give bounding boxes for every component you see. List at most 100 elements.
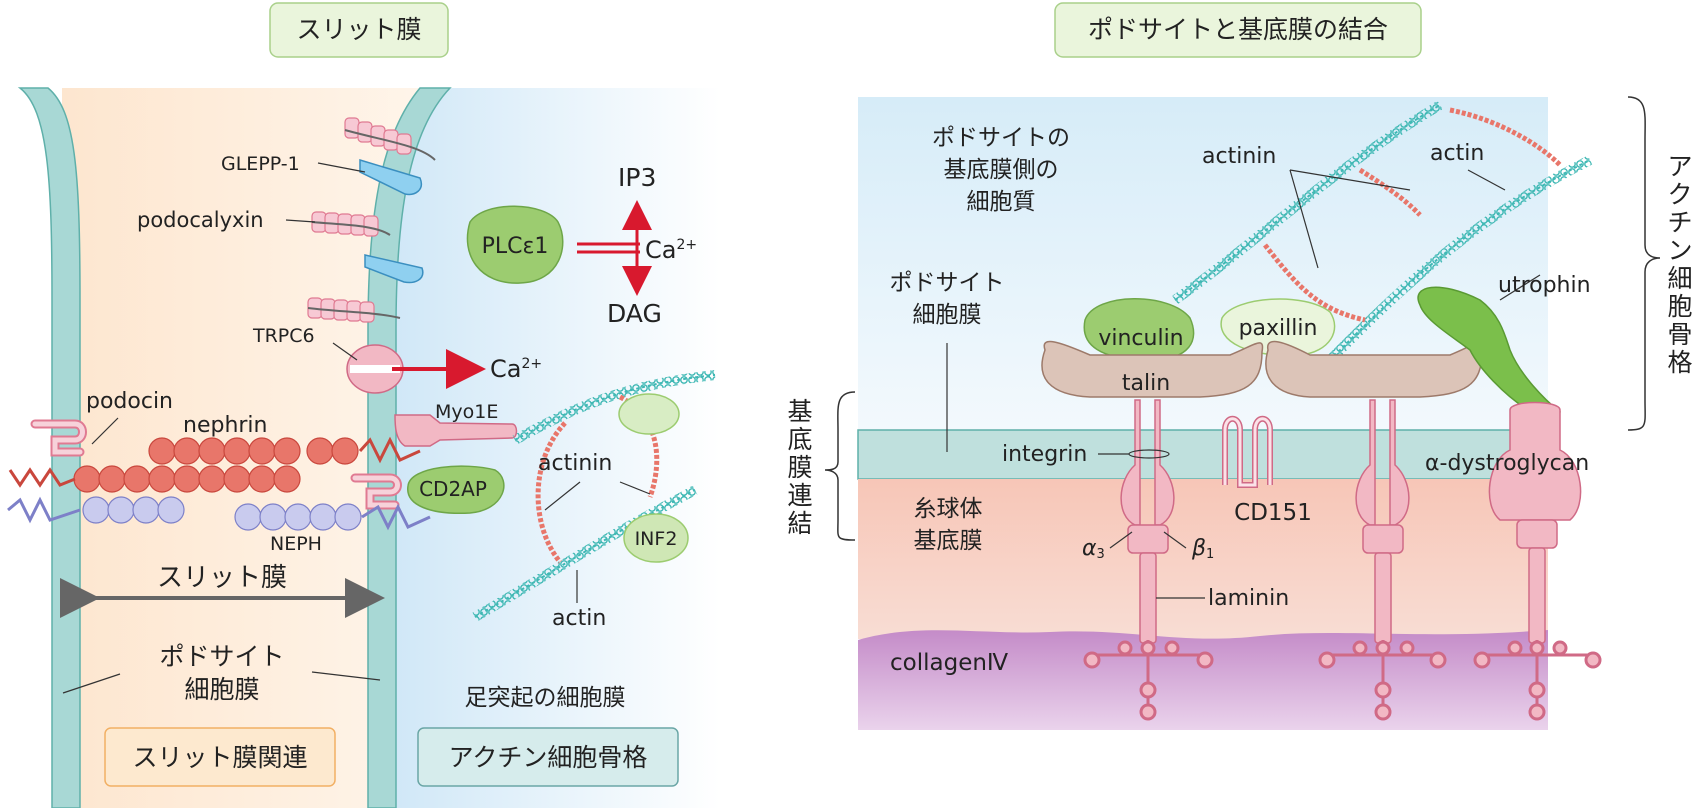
paxillin-label: paxillin: [1239, 316, 1318, 341]
utrophin-leader: [1499, 274, 1541, 301]
cd151-protein-fill: [1223, 417, 1272, 487]
nephrin-chains: [8, 436, 421, 493]
right-actinin-links: [1263, 107, 1562, 323]
podocyte-membrane-leader-right: [311, 671, 381, 681]
laminin-label: laminin: [1208, 586, 1289, 611]
gbm-label-line2: 基底膜: [914, 528, 983, 554]
neph-chains: [7, 496, 431, 531]
right-bracket-char-7: 骨: [1667, 320, 1692, 349]
legend-slit-label: スリット膜関連: [132, 743, 307, 772]
talin-label: talin: [1122, 371, 1170, 396]
right-bracket-char-1: ア: [1667, 152, 1692, 181]
podocin-protein: [30, 419, 402, 510]
right-actinin-leader-b: [1289, 169, 1319, 269]
vinculin-protein: vinculin: [1083, 298, 1195, 361]
glepp1-label: GLEPP-1: [221, 153, 300, 175]
alpha-label: α3: [1082, 536, 1105, 562]
right-header: ポドサイトと基底膜の結合: [1054, 2, 1422, 58]
dystroglycan-protein: [1488, 401, 1582, 521]
inf2-label: INF2: [635, 528, 678, 550]
ip3-label: IP3: [618, 163, 656, 192]
cd2ap-protein: CD2AP: [407, 465, 505, 514]
right-actinin-leader-a: [1289, 169, 1411, 191]
glepp1-leader: [317, 162, 366, 173]
legend-slit: スリット膜関連: [104, 727, 336, 787]
right-bracket-char-5: 細: [1667, 264, 1692, 293]
dystroglycan-label: α-dystroglycan: [1425, 451, 1589, 476]
myo1e-protein: [394, 414, 518, 447]
podocyte-membrane-band: [857, 429, 1549, 480]
nephrin-label: nephrin: [183, 413, 268, 438]
membrane-label-line1: ポドサイト: [890, 270, 1005, 296]
right-bracket-char-6: 胞: [1667, 292, 1692, 321]
glomerular-basement-membrane: [858, 479, 1548, 639]
left-actinin-label: actinin: [538, 451, 612, 476]
gbm-label-line1: 糸球体: [914, 496, 983, 522]
plc-label: PLCε1: [482, 234, 549, 259]
trpc6-calcium-label: Ca2+: [490, 355, 542, 383]
trpc6-channel: [346, 344, 404, 394]
laminin-arms: [1083, 640, 1602, 721]
podocyte-membrane-label-line2: 細胞膜: [184, 675, 259, 704]
right-bracket-char-8: 格: [1667, 348, 1692, 377]
cd2ap-label: CD2AP: [419, 477, 487, 501]
left-bracket-char-4: 連: [787, 481, 812, 510]
left-bracket-char-1: 基: [787, 397, 812, 426]
left-bracket-char-5: 結: [787, 509, 812, 538]
myo1e-label: Myo1E: [435, 401, 498, 423]
collagen-label: collagenⅣ: [890, 650, 1009, 676]
plc-calcium-label: Ca2+: [645, 236, 697, 264]
membrane-label-line2: 細胞膜: [913, 302, 982, 328]
legend-actin: アクチン細胞骨格: [417, 727, 679, 787]
left-cell-membrane: [17, 87, 81, 808]
green-protein-blob: [618, 393, 680, 435]
left-header: スリット膜: [269, 2, 449, 58]
right-actin-label: actin: [1430, 141, 1484, 166]
utrophin-label: utrophin: [1498, 273, 1591, 298]
trpc6-leader: [332, 342, 358, 361]
inf2-protein: INF2: [623, 513, 689, 563]
right-bracket-char-4: ン: [1667, 236, 1692, 265]
podocyte-membrane-label-line1: ポドサイト: [159, 642, 284, 671]
left-bracket-char-2: 底: [787, 425, 812, 454]
glepp1-protein: [359, 158, 424, 284]
plc-epsilon1: PLCε1: [466, 205, 564, 284]
slit-arrow-label: スリット膜: [157, 563, 287, 593]
left-actinin-leader-b: [619, 481, 651, 495]
left-bracket-char-3: 膜: [787, 453, 812, 482]
foot-process-membrane-label: 足突起の細胞膜: [465, 685, 626, 711]
right-actinin-label: actinin: [1202, 144, 1276, 169]
talin-proteins: talin: [1041, 340, 1484, 398]
podocalyxin-label: podocalyxin: [137, 208, 264, 232]
vinculin-label: vinculin: [1098, 326, 1183, 351]
left-bracket: [824, 391, 856, 541]
alpha-leader: [1109, 531, 1133, 549]
laminin-structures: [1127, 519, 1558, 644]
right-bracket-char-2: ク: [1667, 180, 1692, 209]
cd151-label: CD151: [1234, 500, 1312, 526]
left-bracket-label: 基 底 膜 連 結: [787, 397, 812, 538]
plc-signal-arrows: [577, 200, 652, 296]
left-actin-filaments: [472, 370, 716, 622]
cytoplasm-label-line1: ポドサイトの: [932, 125, 1070, 151]
dag-label: DAG: [607, 299, 662, 328]
right-bracket: [1627, 96, 1661, 431]
right-actin-filaments: [1172, 100, 1593, 364]
right-actin-leader: [1467, 169, 1506, 191]
left-actinin-leader-a: [544, 481, 581, 511]
podocin-leader: [91, 417, 119, 445]
right-panel: ポドサイトと基底膜の結合 actinin actin ポドサイトの 基底膜側の …: [787, 2, 1693, 730]
cytoplasm-label-line2: 基底膜側の: [944, 157, 1059, 183]
neph-label: NEPH: [270, 533, 322, 555]
integrin-label: integrin: [1002, 442, 1087, 467]
trpc6-label: TRPC6: [252, 325, 315, 347]
paxillin-protein: paxillin: [1220, 298, 1336, 357]
podocalyxin-chains: [307, 117, 436, 323]
right-header-title: ポドサイトと基底膜の結合: [1088, 15, 1388, 44]
left-panel: スリット膜 GLEPP-1 podocalyxin: [7, 2, 720, 808]
podocyte-membrane-leader-left: [62, 673, 121, 694]
collagen-layer: [858, 630, 1548, 730]
podocin-label: podocin: [86, 389, 173, 414]
right-bracket-label: ア ク チ ン 細 胞 骨 格: [1667, 152, 1692, 377]
